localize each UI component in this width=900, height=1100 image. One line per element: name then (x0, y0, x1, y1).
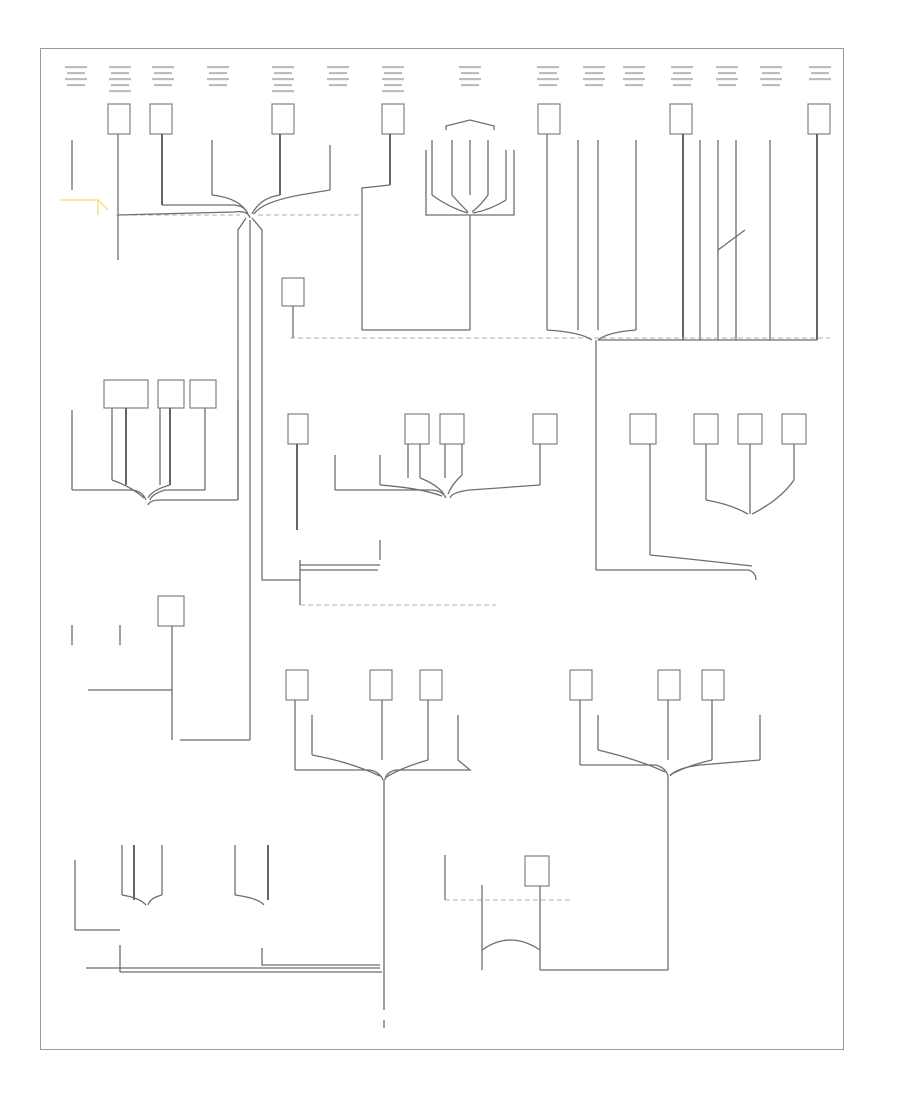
label-c2-line-3 (111, 84, 129, 87)
label-c5-line-0 (272, 66, 294, 69)
label-c4-line-0 (207, 66, 229, 69)
label-c6-line-1 (329, 72, 347, 75)
right-middle-block (596, 413, 807, 581)
label-c14-line-3 (762, 84, 780, 87)
label-c3-line-3 (154, 84, 172, 87)
label-c5-line-3 (274, 84, 292, 87)
label-c5-line-2 (272, 78, 294, 81)
label-c9-line-0 (537, 66, 559, 69)
component-labels (65, 66, 831, 93)
label-c9-line-1 (539, 72, 557, 75)
label-c6-line-0 (327, 66, 349, 69)
label-c13-line-1 (718, 72, 736, 75)
label-c3-line-1 (154, 72, 172, 75)
diagram-frame (40, 48, 844, 1050)
top-connectors (107, 103, 831, 135)
label-c4-line-2 (207, 78, 229, 81)
left-middle-block (71, 217, 300, 741)
label-c10-line-3 (585, 84, 603, 87)
label-c8-line-1 (461, 72, 479, 75)
label-c1-line-0 (65, 66, 87, 69)
label-c4-line-3 (209, 84, 227, 87)
label-c15-line-2 (809, 78, 831, 81)
label-c3-line-0 (152, 66, 174, 69)
bottom-block (74, 776, 669, 1028)
label-c2-line-0 (109, 66, 131, 69)
label-c5-line-1 (274, 72, 292, 75)
label-c7-line-2 (382, 78, 404, 81)
label-c1-line-3 (67, 84, 85, 87)
top-wires (60, 134, 830, 570)
label-c13-line-2 (716, 78, 738, 81)
label-c3-line-2 (152, 78, 174, 81)
label-c12-line-1 (673, 72, 691, 75)
label-c6-line-2 (327, 78, 349, 81)
label-c13-line-3 (718, 84, 736, 87)
label-c8-line-3 (461, 84, 479, 87)
label-c13-line-0 (716, 66, 738, 69)
left-lamp-row (71, 595, 472, 781)
label-c15-line-0 (809, 66, 831, 69)
center-block (281, 277, 558, 606)
label-c14-line-1 (762, 72, 780, 75)
label-c9-line-3 (539, 84, 557, 87)
label-c11-line-2 (623, 78, 645, 81)
label-c10-line-0 (583, 66, 605, 69)
label-c11-line-0 (623, 66, 645, 69)
label-c15-line-1 (811, 72, 829, 75)
label-c6-line-3 (329, 84, 347, 87)
label-c12-line-2 (671, 78, 693, 81)
label-c8-line-0 (459, 66, 481, 69)
label-c14-line-0 (760, 66, 782, 69)
label-c9-line-2 (537, 78, 559, 81)
label-c11-line-1 (625, 72, 643, 75)
label-c12-line-3 (673, 84, 691, 87)
label-c10-line-1 (585, 72, 603, 75)
label-c8-line-2 (459, 78, 481, 81)
label-c7-line-3 (384, 84, 402, 87)
label-c7-line-4 (382, 90, 404, 93)
label-c14-line-2 (760, 78, 782, 81)
label-c1-line-2 (65, 78, 87, 81)
label-c5-line-4 (272, 90, 294, 93)
label-c2-line-2 (109, 78, 131, 81)
label-c12-line-0 (671, 66, 693, 69)
label-c11-line-3 (625, 84, 643, 87)
label-c4-line-1 (209, 72, 227, 75)
label-c7-line-0 (382, 66, 404, 69)
right-lamp-row (569, 669, 761, 777)
label-c10-line-2 (583, 78, 605, 81)
label-c2-line-1 (111, 72, 129, 75)
label-c2-line-4 (109, 90, 131, 93)
label-c7-line-1 (384, 72, 402, 75)
label-c1-line-1 (67, 72, 85, 75)
